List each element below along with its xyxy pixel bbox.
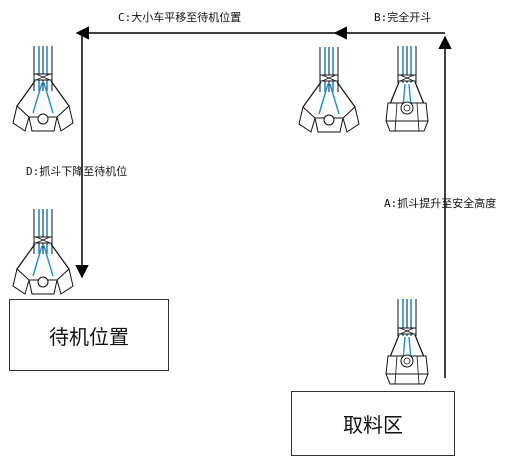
grab-c-start [298,46,360,133]
grab-pickup [385,298,429,385]
pickup-area-box: 取料区 [291,391,455,456]
step-b-label: B:完全开斗 [374,11,432,24]
step-a-label: A:抓斗提升至安全高度 [384,197,497,210]
standby-position-box: 待机位置 [9,299,169,371]
grab-standby-lowered [12,208,74,295]
step-c-label: C:大小车平移至待机位置 [118,11,242,24]
pickup-area-label: 取料区 [343,413,403,437]
grab-standby-top [12,45,74,132]
step-d-label: D:抓斗下降至待机位 [26,165,128,178]
grab-b [385,45,429,132]
standby-position-label: 待机位置 [49,324,129,349]
